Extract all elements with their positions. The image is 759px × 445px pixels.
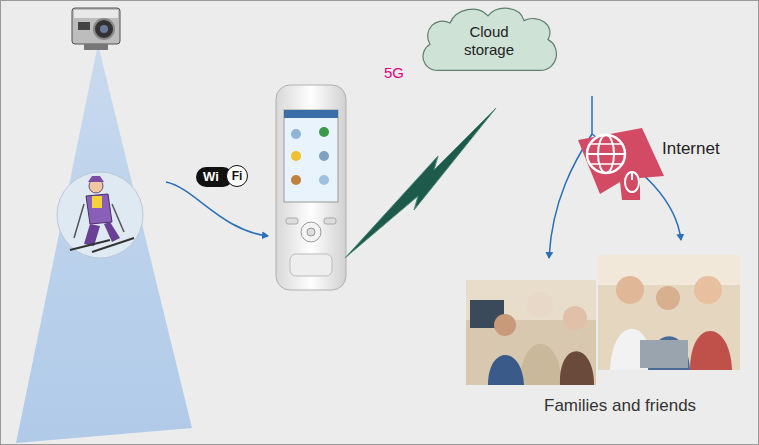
caption-label: Families and friends [544,396,696,416]
smartphone [276,85,346,290]
cloud-node: Cloud storage [416,4,562,78]
skier-figure [57,172,143,258]
5g-lightning-link [345,108,496,258]
family-photo-left [466,280,596,385]
distribution-lines [549,96,681,258]
wifi-link-arrow [166,182,268,236]
internet-icon [578,128,664,200]
internet-label: Internet [662,139,720,159]
family-photo-right [598,255,740,370]
camera-view-cone [16,44,192,443]
wifi-logo-fi: Fi [226,165,248,187]
action-camera [72,8,120,50]
network-label: 5G [384,64,404,81]
node-text-holder: Cloud storage [416,4,562,78]
node-label: Cloud storage [449,23,529,59]
